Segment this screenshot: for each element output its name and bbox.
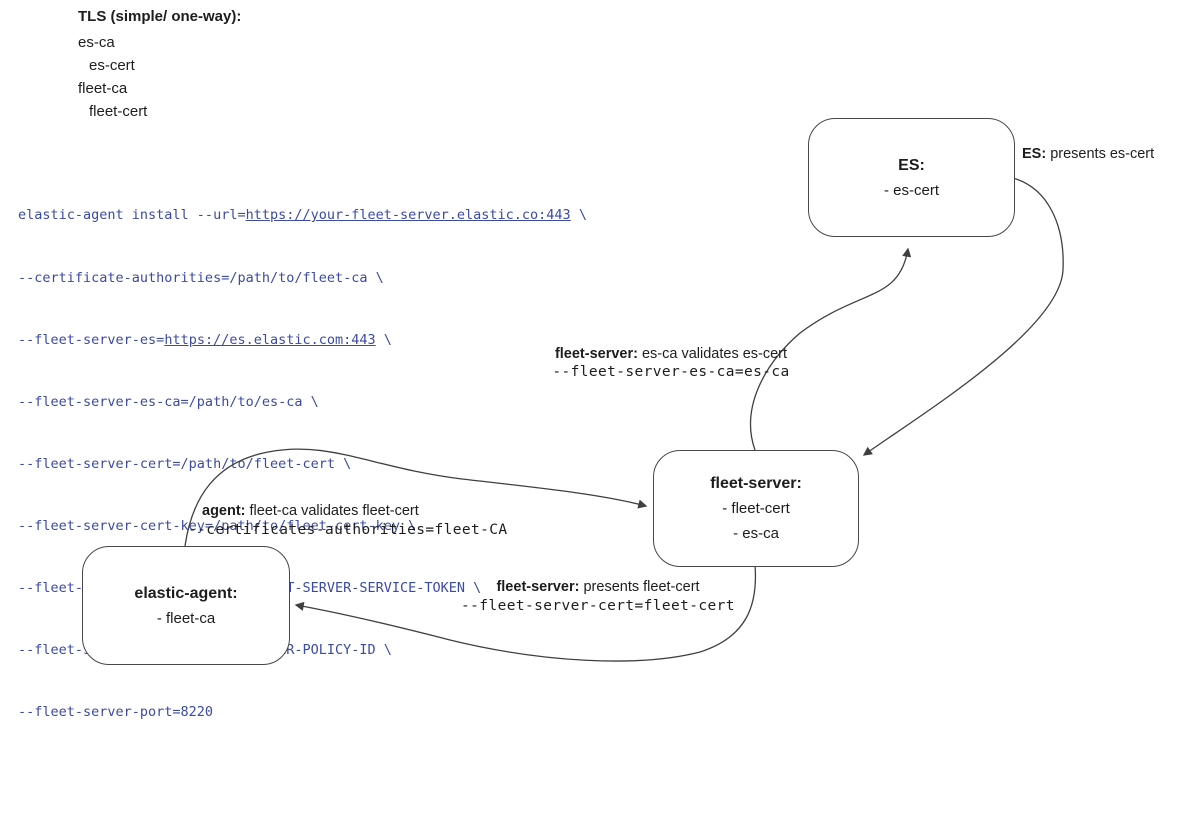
- label-bold: fleet-server:: [496, 579, 580, 595]
- label-text: fleet-ca validates fleet-cert: [245, 503, 419, 519]
- label-fleet-server-presents-fleet-cert: fleet-server: presents fleet-cert --flee…: [452, 578, 744, 616]
- node-fleet-server-line: - es-ca: [733, 525, 779, 542]
- node-es-title: ES:: [898, 156, 925, 174]
- label-flag-mono: --fleet-server-es-ca=es-ca: [552, 364, 790, 380]
- node-elastic-agent-title: elastic-agent:: [134, 584, 238, 602]
- command-line: --fleet-server-es=https://es.elastic.com…: [18, 330, 587, 351]
- label-line: fleet-server: es-ca validates es-cert: [540, 345, 802, 363]
- list-item-es-ca: es-ca: [78, 34, 115, 51]
- label-line: fleet-server: presents fleet-cert: [452, 578, 744, 597]
- label-es-presents-es-cert: ES: presents es-cert: [1022, 146, 1154, 162]
- list-item-fleet-cert: fleet-cert: [89, 103, 148, 120]
- label-text: es-ca validates es-cert: [637, 346, 788, 362]
- command-text: \: [375, 331, 392, 348]
- label-flag-mono: --certificates-authorities=fleet-CA: [188, 522, 508, 538]
- command-text: \: [570, 207, 587, 224]
- label-bold: ES:: [1022, 146, 1047, 162]
- tls-cert-list: es-ca es-cert fleet-ca fleet-cert: [78, 31, 147, 123]
- command-line: --fleet-server-cert=/path/to/fleet-cert …: [18, 455, 352, 472]
- command-line: elastic-agent install --url=https://your…: [18, 205, 587, 226]
- label-text: presents es-cert: [1046, 146, 1155, 162]
- label-bold: fleet-server:: [554, 346, 638, 362]
- list-item-fleet-ca: fleet-ca: [78, 80, 128, 97]
- command-line: --fleet-server-port=8220: [18, 704, 214, 721]
- es-url-link[interactable]: https://es.elastic.com:443: [164, 331, 376, 348]
- node-fleet-server-title: fleet-server:: [710, 475, 802, 492]
- label-line: agent: fleet-ca validates fleet-cert: [188, 502, 508, 521]
- tls-heading: TLS (simple/ one-way):: [78, 8, 242, 25]
- label-text: presents fleet-cert: [579, 579, 700, 595]
- node-fleet-server-line: - fleet-cert: [722, 500, 790, 517]
- node-es: ES: - es-cert: [808, 118, 1015, 237]
- label-agent-validates-fleet-cert: agent: fleet-ca validates fleet-cert --c…: [188, 502, 508, 540]
- command-text: --fleet-server-es=: [18, 331, 165, 348]
- node-es-line: - es-cert: [883, 181, 939, 199]
- label-bold: agent:: [202, 503, 246, 519]
- label-fleet-server-validates-es-cert: fleet-server: es-ca validates es-cert --…: [540, 345, 802, 381]
- fleet-server-url-link[interactable]: https://your-fleet-server.elastic.co:443: [245, 207, 571, 224]
- node-elastic-agent-line: - fleet-ca: [156, 609, 216, 627]
- command-line: --fleet-server-es-ca=/path/to/es-ca \: [18, 393, 319, 410]
- list-item-es-cert: es-cert: [89, 57, 135, 74]
- label-flag-mono: --fleet-server-cert=fleet-cert: [461, 598, 735, 614]
- command-text: elastic-agent install --url=: [18, 207, 246, 224]
- node-elastic-agent: elastic-agent: - fleet-ca: [82, 546, 290, 665]
- command-line: --certificate-authorities=/path/to/fleet…: [18, 269, 384, 286]
- elastic-agent-install-command: elastic-agent install --url=https://your…: [18, 164, 587, 764]
- node-fleet-server: fleet-server: - fleet-cert - es-ca: [653, 450, 859, 567]
